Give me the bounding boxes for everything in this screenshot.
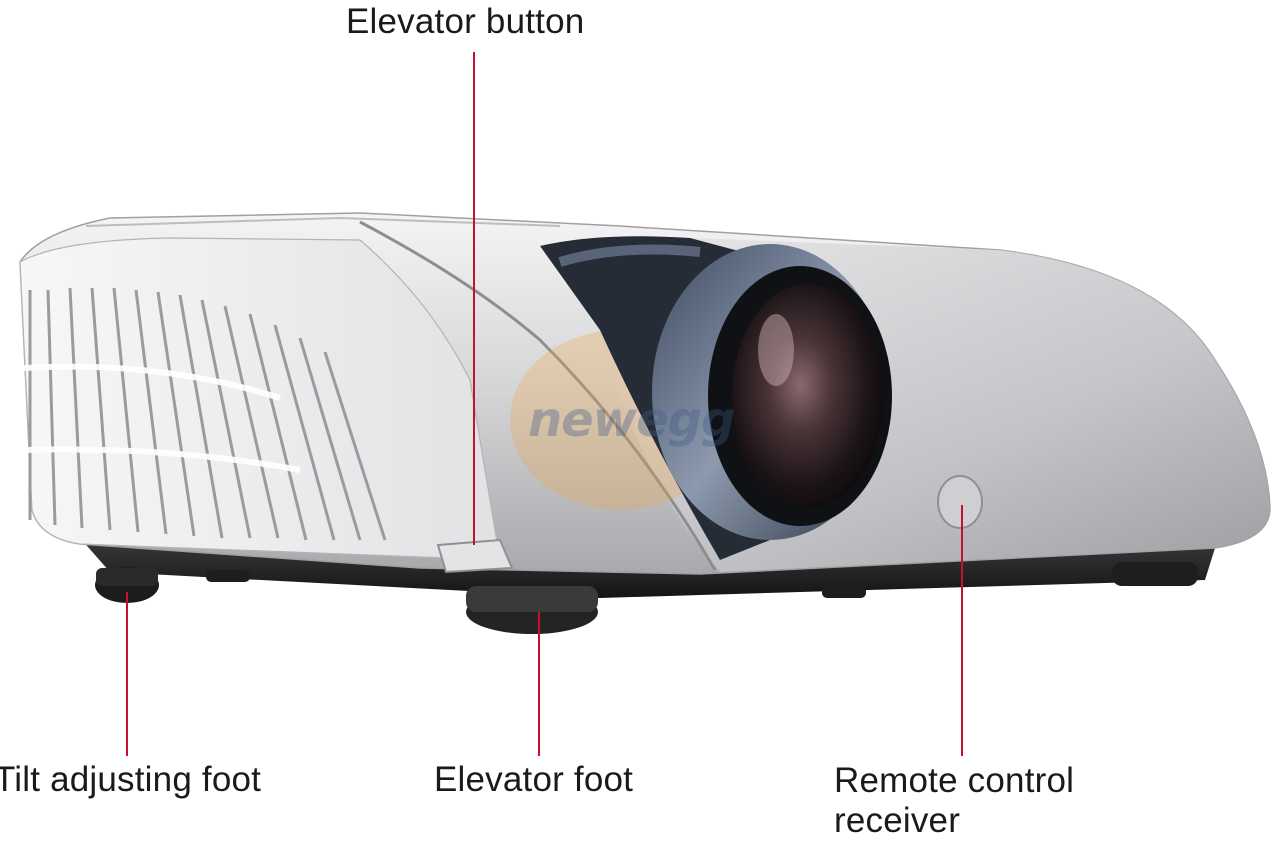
projector-lens xyxy=(540,236,892,560)
focus-ring xyxy=(558,244,701,267)
tilt-adjusting-foot-shape xyxy=(95,567,159,603)
callout-remote-control-receiver-line1: Remote control xyxy=(834,761,1075,800)
vent-ribs xyxy=(23,363,301,473)
body-sweep-line xyxy=(359,220,717,571)
small-foot xyxy=(822,584,866,598)
callout-elevator-foot: Elevator foot xyxy=(434,760,634,799)
callout-elevator-button: Elevator button xyxy=(346,2,585,41)
elevator-button xyxy=(436,538,514,574)
small-foot xyxy=(206,570,250,582)
lens-glass xyxy=(732,284,884,508)
top-cover-seam xyxy=(85,216,561,227)
remote-receiver-window xyxy=(937,475,983,529)
rear-foot xyxy=(1112,562,1198,586)
callout-remote-control-receiver: Remote control receiver xyxy=(834,761,1074,841)
watermark-text: newegg xyxy=(528,392,735,448)
lens-highlight xyxy=(758,314,794,386)
elevator-foot-shape xyxy=(466,586,598,634)
callout-tilt-adjusting-foot: Tilt adjusting foot xyxy=(0,760,262,799)
vent-grille xyxy=(28,287,387,541)
callout-remote-control-receiver-line2: receiver xyxy=(834,801,961,840)
leader-lines xyxy=(126,52,963,756)
